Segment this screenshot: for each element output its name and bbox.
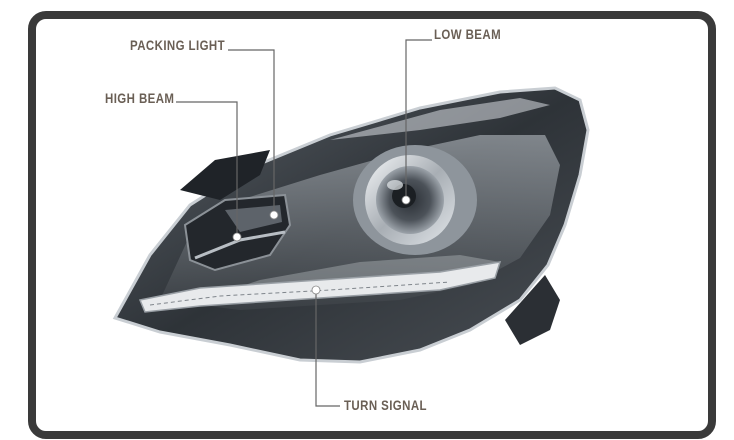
high-beam-label: HIGH BEAM — [105, 90, 175, 106]
high-beam-leader — [176, 101, 238, 237]
low-beam-marker — [401, 195, 411, 205]
high-beam-marker — [232, 232, 242, 242]
packing-light-label: PACKING LIGHT — [130, 37, 226, 53]
low-beam-projector — [353, 145, 477, 255]
low-beam-label: LOW BEAM — [434, 26, 502, 42]
turn-signal-marker — [311, 285, 321, 295]
leader-lines — [176, 39, 432, 407]
turn-signal-label: TURN SIGNAL — [344, 397, 427, 413]
packing-light-leader — [228, 49, 275, 215]
turn-signal-leader — [315, 290, 340, 407]
turn-signal-strip — [138, 261, 502, 313]
low-beam-leader — [405, 39, 432, 200]
packing-light-marker — [269, 210, 279, 220]
